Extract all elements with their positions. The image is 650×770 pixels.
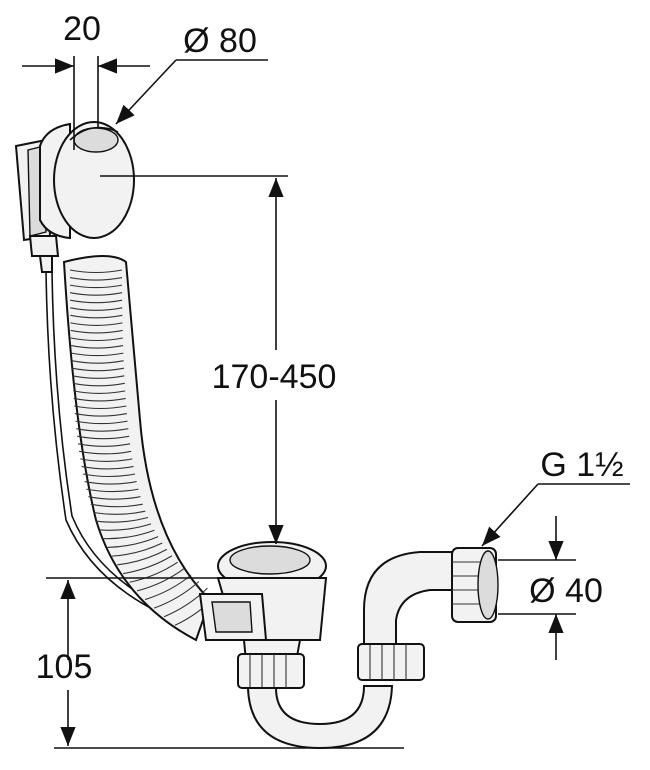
hose-rib bbox=[70, 337, 123, 342]
hose-rib bbox=[70, 307, 123, 311]
dim-outlet-diameter: Ø 40 bbox=[529, 572, 603, 610]
hose-rib bbox=[75, 420, 128, 425]
hose-rib bbox=[73, 390, 126, 394]
hose-rib bbox=[99, 523, 152, 531]
hose-rib bbox=[69, 269, 123, 274]
hose-rib bbox=[90, 503, 143, 508]
hose-rib bbox=[82, 473, 136, 478]
hose-rib bbox=[96, 516, 149, 523]
hose-rib bbox=[71, 360, 124, 364]
hose-rib bbox=[136, 568, 185, 592]
hose-rib bbox=[77, 435, 130, 440]
hose-rib bbox=[72, 382, 125, 387]
hose-rib bbox=[70, 329, 123, 334]
hose-rib bbox=[72, 375, 125, 379]
hose-rib bbox=[117, 548, 168, 566]
hose-rib bbox=[69, 284, 123, 289]
hose-rib bbox=[103, 529, 155, 540]
hose-rib bbox=[79, 450, 132, 455]
hose-rib bbox=[88, 496, 141, 500]
hose-rib bbox=[71, 367, 125, 372]
hose-rib bbox=[81, 465, 134, 470]
hose-rib bbox=[69, 292, 123, 296]
hose-rib bbox=[163, 587, 208, 618]
hose-rib bbox=[73, 397, 126, 402]
bowden-cable bbox=[45, 271, 187, 625]
hose-rib bbox=[74, 413, 128, 417]
hose-rib bbox=[76, 428, 129, 432]
hose-rib bbox=[77, 443, 131, 447]
overflow-head bbox=[14, 121, 135, 273]
hose-rib bbox=[74, 405, 127, 410]
dim-width-20: 20 bbox=[63, 10, 101, 48]
flex-hose bbox=[62, 255, 218, 642]
hose-rib bbox=[84, 481, 137, 485]
siphon-trap bbox=[237, 547, 499, 750]
hose-rib bbox=[111, 542, 163, 557]
hose-rib bbox=[153, 581, 200, 609]
dim-overflow-diameter: Ø 80 bbox=[183, 22, 257, 60]
dim-thread: G 1½ bbox=[540, 446, 623, 484]
hose-rib bbox=[129, 561, 178, 583]
hose-rib bbox=[71, 345, 124, 349]
hose-rib bbox=[70, 322, 123, 326]
hose-rib bbox=[80, 458, 133, 462]
hose-rib bbox=[70, 314, 123, 319]
hose-rib bbox=[71, 352, 124, 357]
hose-rib bbox=[69, 277, 123, 281]
hose-rib bbox=[123, 555, 173, 575]
waste-fitting bbox=[198, 541, 328, 663]
dim-height-range: 170-450 bbox=[212, 358, 337, 396]
dim-base-height: 105 bbox=[36, 648, 93, 686]
hose-rib bbox=[70, 299, 123, 304]
hose-rib bbox=[86, 488, 139, 493]
hose-rib bbox=[107, 536, 159, 548]
hose-rib bbox=[93, 510, 146, 515]
